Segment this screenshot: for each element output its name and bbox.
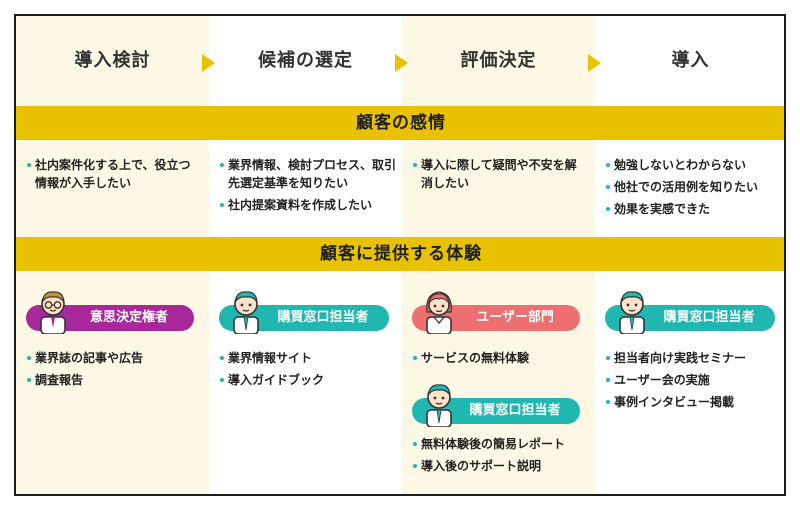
experience-list: 無料体験後の簡易レポート 導入後のサポート説明 [412,435,588,479]
experience-item: 事例インタビュー掲載 [605,393,783,411]
emotion-list: 社内案件化する上で、役立つ情報が入手したい [26,156,202,196]
persona-label: 購買窓口担当者 [277,310,369,325]
experience-item: 業界誌の記事や広告 [26,349,202,367]
emotion-item: 導入に際して疑問や不安を解消したい [412,156,588,192]
experience-item: 導入ガイドブック [219,371,397,389]
experience-item: 業界情報サイト [219,349,397,367]
emotion-item: 効果を実感できた [605,200,783,218]
experience-item: サービスの無料体験 [412,349,588,367]
customer-journey-diagram: 導入検討 候補の選定 評価決定 導入 顧客の感情 社内案件化する上で、役立つ情報… [14,14,786,496]
persona-user-department: ユーザー部門 [412,288,580,334]
experience-item: 担当者向け実践セミナー [605,349,783,367]
emotion-list: 業界情報、検討プロセス、取引先選定基準を知りたい 社内提案資料を作成したい [219,156,397,218]
persona-decision-maker: 意思決定権者 [26,288,194,334]
stage-label: 導入 [671,50,710,71]
emotion-item: 社内提案資料を作成したい [219,196,397,214]
woman-icon [426,291,452,334]
experience-item: 調査報告 [26,371,202,389]
persona-label: 購買窓口担当者 [663,310,755,325]
arrow-right-icon [588,54,601,72]
persona-purchasing-contact: 購買窓口担当者 [605,288,775,334]
persona-purchasing-contact: 購買窓口担当者 [219,288,389,334]
person-with-tie-icon [233,291,259,334]
stage-label: 候補の選定 [258,50,353,71]
experience-item: 無料体験後の簡易レポート [412,435,588,453]
experience-list: 業界情報サイト 導入ガイドブック [219,349,397,393]
persona-label: 購買窓口担当者 [469,403,561,418]
persona-label: ユーザー部門 [476,310,554,325]
stage-label: 評価決定 [460,50,537,71]
experience-list: サービスの無料体験 [412,349,588,371]
person-with-tie-icon [619,291,645,334]
emotion-item: 勉強しないとわからない [605,156,783,174]
persona-label: 意思決定権者 [89,310,168,325]
persona-purchasing-contact: 購買窓口担当者 [412,381,580,427]
emotion-item: 他社での活用例を知りたい [605,178,783,196]
person-with-glasses-icon [40,291,66,334]
emotion-list: 勉強しないとわからない 他社での活用例を知りたい 効果を実感できた [605,156,783,222]
experience-band: 顧客に提供する体験 [16,237,784,271]
emotion-item: 社内案件化する上で、役立つ情報が入手したい [26,156,202,192]
emotion-item: 業界情報、検討プロセス、取引先選定基準を知りたい [219,156,397,192]
experience-item: ユーザー会の実施 [605,371,783,389]
emotion-list: 導入に際して疑問や不安を解消したい [412,156,588,196]
stage-label: 導入検討 [74,50,151,71]
experience-list: 担当者向け実践セミナー ユーザー会の実施 事例インタビュー掲載 [605,349,783,415]
arrow-right-icon [395,54,408,72]
person-with-tie-icon [426,384,452,427]
experience-list: 業界誌の記事や広告 調査報告 [26,349,202,393]
arrow-right-icon [202,54,215,72]
experience-item: 導入後のサポート説明 [412,457,588,475]
emotion-band: 顧客の感情 [16,106,784,140]
